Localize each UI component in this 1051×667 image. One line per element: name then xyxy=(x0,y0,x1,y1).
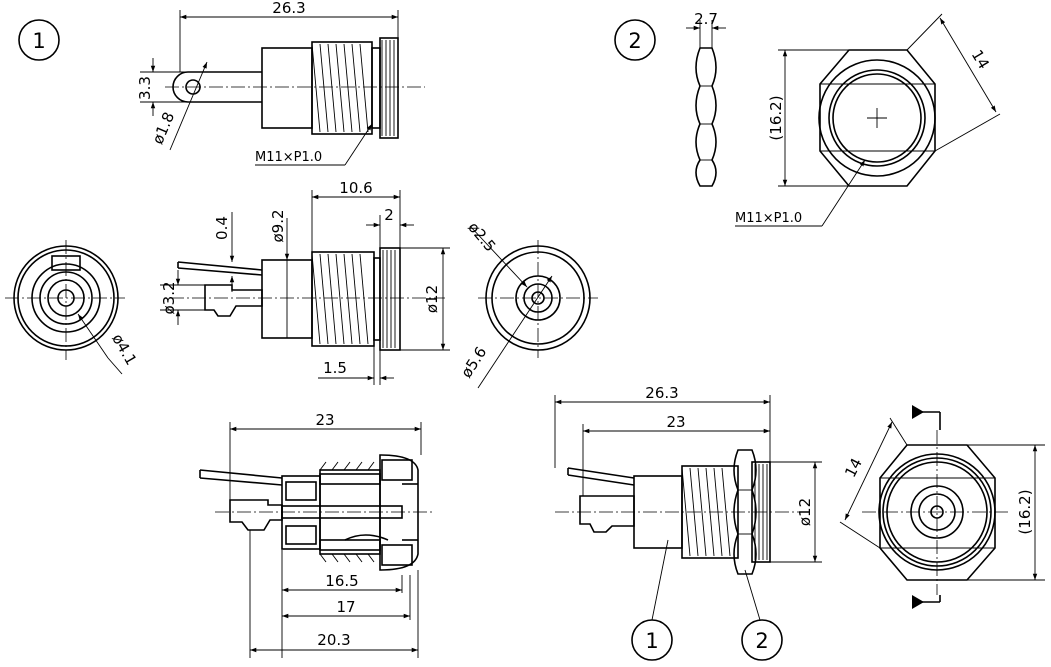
dim-assembly-body: 23 xyxy=(666,413,685,431)
dim-section-16-5: 16.5 xyxy=(325,572,358,590)
thread-callout-nut: M11×P1.0 xyxy=(735,211,802,226)
rear-end-view: ø4.1 xyxy=(5,240,140,375)
dim-end-flats: 14 xyxy=(841,455,866,480)
dim-nut-thickness: 2.7 xyxy=(694,10,718,28)
dim-nut-corners: (16.2) xyxy=(767,95,785,140)
assembly-view: 26.3 23 ø12 1 2 xyxy=(554,384,822,661)
dim-front-inner-dia: ø2.5 xyxy=(464,218,499,255)
nut-face-view: (16.2) 14 M11×P1.0 xyxy=(735,13,1001,227)
balloon-part-1: 1 xyxy=(18,19,60,61)
dim-pin-offset: 3.3 xyxy=(136,76,154,100)
section-view: 23 16.5 17 20.3 xyxy=(199,411,435,658)
dim-flange-length: 10.6 xyxy=(339,179,372,197)
dim-nut-flats: 14 xyxy=(968,47,993,73)
dim-assembly-flange: ø12 xyxy=(796,498,814,526)
dim-tab-thickness: 0.4 xyxy=(213,216,231,240)
dim-assembly-overall: 26.3 xyxy=(645,384,678,402)
dim-knurl-width: 2 xyxy=(384,206,394,224)
dim-rear-dia: ø4.1 xyxy=(108,331,140,369)
top-view: 26.3 3.3 ø1.8 M11×P1.0 xyxy=(136,0,425,166)
nut-edge-view: 2.7 xyxy=(686,10,726,187)
dim-flange-dia: ø12 xyxy=(423,285,441,313)
assembly-balloon-2 xyxy=(741,619,783,661)
assembly-balloon-1-label: 1 xyxy=(645,629,658,653)
dim-section-17: 17 xyxy=(336,598,355,616)
front-end-view: ø2.5 ø5.6 xyxy=(457,218,598,389)
dim-section-overall: 23 xyxy=(315,411,334,429)
assembly-balloon-1 xyxy=(631,619,673,661)
assembly-balloon-2-label: 2 xyxy=(755,629,768,653)
dim-body-dia: ø9.2 xyxy=(269,209,287,242)
dim-pin-dia: ø3.2 xyxy=(160,281,178,314)
dim-front-outer-dia: ø5.6 xyxy=(457,344,490,382)
thread-callout-top: M11×P1.0 xyxy=(255,150,322,165)
balloon-1-label: 1 xyxy=(32,29,45,53)
dim-step: 1.5 xyxy=(323,359,347,377)
dim-end-corners: (16.2) xyxy=(1016,489,1034,534)
dim-section-20-3: 20.3 xyxy=(317,631,350,649)
side-view: 10.6 2 0.4 ø9.2 ø3.2 ø12 1.5 xyxy=(160,179,450,385)
balloon-2-label: 2 xyxy=(628,29,641,53)
balloon-part-2: 2 xyxy=(614,19,656,61)
dim-top-length: 26.3 xyxy=(272,0,305,17)
assembly-end-view: 14 (16.2) xyxy=(839,405,1045,609)
